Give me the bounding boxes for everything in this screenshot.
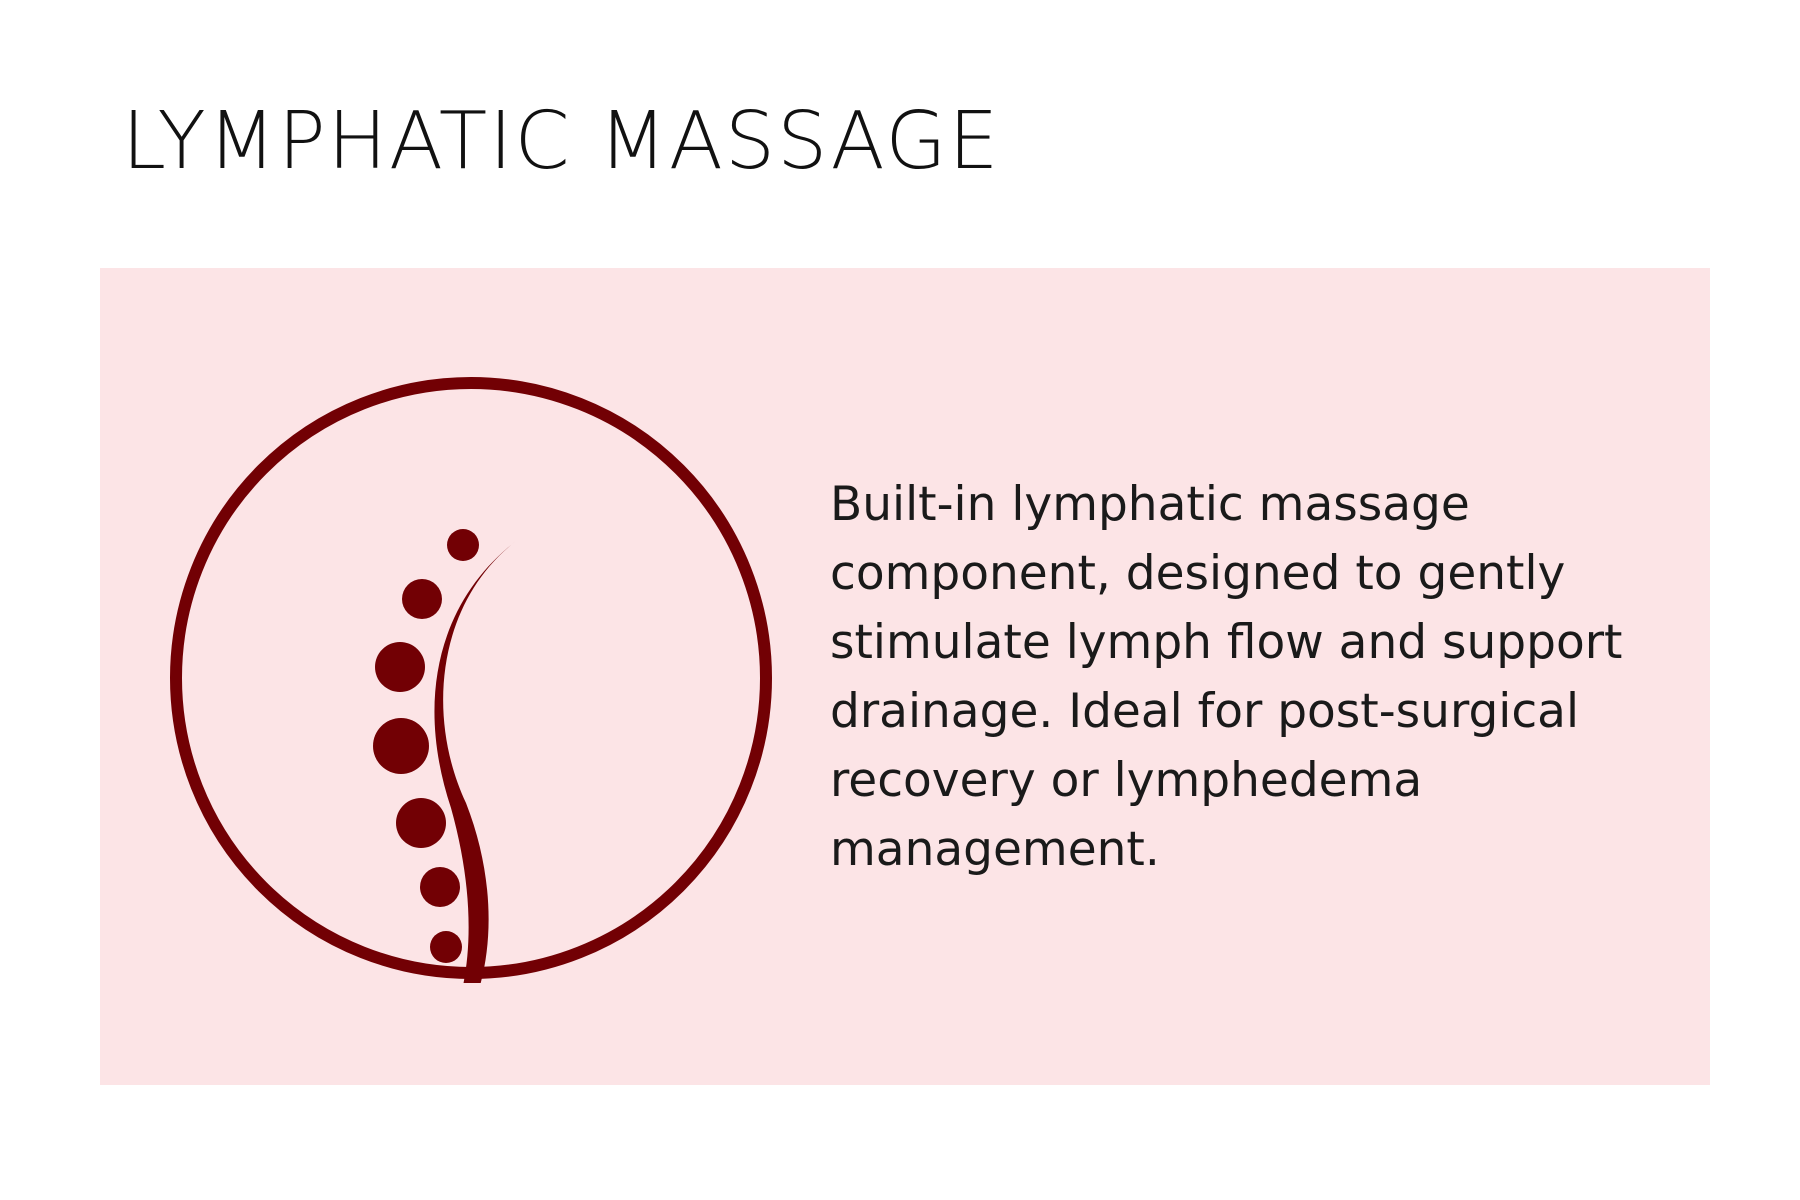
node-dot <box>373 718 429 774</box>
node-dot <box>447 529 479 561</box>
page-title: LYMPHATIC MASSAGE <box>122 95 1001 187</box>
feature-card: Built-in lymphatic massage component, de… <box>100 268 1710 1085</box>
node-dot <box>396 798 446 848</box>
node-dot <box>420 867 460 907</box>
feature-description: Built-in lymphatic massage component, de… <box>830 477 1623 877</box>
node-dot <box>402 579 442 619</box>
spine-lymph-icon <box>170 377 772 983</box>
node-dot <box>375 642 425 692</box>
node-dot <box>430 931 462 963</box>
spine-curve <box>434 541 516 983</box>
